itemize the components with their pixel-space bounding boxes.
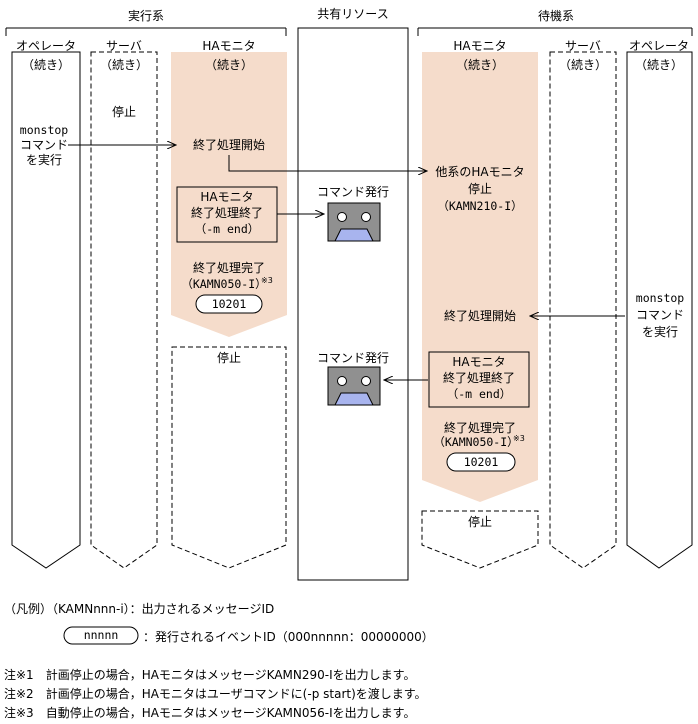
active-ha-stop: 停止 — [217, 350, 241, 365]
legend-message-id: （凡例）（KAMNnnn-i）：出力されるメッセージID — [4, 602, 275, 616]
shared-resource-column — [297, 27, 409, 581]
standby-event-pill — [446, 452, 516, 472]
lane-continued-active-server: （続き） — [100, 58, 148, 72]
group-label-shared: 共有リソース — [317, 7, 388, 21]
standby-other-stop-2: 停止 — [468, 181, 492, 196]
lane-label-active-server: サーバ — [106, 39, 142, 53]
standby-box-line-1: HAモニタ — [452, 355, 505, 369]
legend-event-id: ：発行されるイベントID（000nnnnn：00000000） — [143, 630, 434, 644]
active-box-line-2: 終了処理終了 — [191, 205, 263, 220]
active-end-finish-box — [176, 186, 278, 243]
active-note-mark: ※3 — [261, 276, 273, 285]
shared-cmd-1: コマンド発行 — [317, 185, 389, 199]
legend-pill-text: nnnnn — [84, 628, 119, 642]
active-end-start: 終了処理開始 — [193, 137, 265, 152]
standby-box-line-3: （-m end） — [447, 387, 512, 401]
active-operator-cmd-1: monstop — [20, 123, 69, 137]
shared-cmd-2: コマンド発行 — [317, 351, 389, 365]
arrow-active-to-standby — [228, 155, 427, 171]
lane-label-active-ha: HAモニタ — [202, 39, 255, 53]
group-label-active: 実行系 — [128, 8, 164, 23]
lane-active-operator — [11, 51, 81, 569]
lane-label-standby-operator: オペレータ — [629, 39, 689, 53]
lane-active-server — [90, 51, 158, 569]
active-complete: 終了処理完了 — [193, 260, 265, 275]
standby-end-finish-box — [428, 351, 530, 408]
note-2: 注※2 計画停止の場合，HAモニタはユーザコマンドに(-p start)を渡しま… — [4, 687, 427, 701]
lane-standby-operator — [626, 51, 693, 569]
standby-complete: 終了処理完了 — [444, 420, 516, 435]
legend-pill — [63, 626, 139, 645]
command-icon-1 — [327, 202, 381, 242]
standby-end-start: 終了処理開始 — [444, 308, 516, 323]
note-1: 注※1 計画停止の場合，HAモニタはメッセージKAMN290-Iを出力します。 — [4, 668, 416, 682]
standby-note-mark: ※3 — [513, 434, 525, 443]
standby-other-stop-3: （KAMN210-I） — [437, 199, 522, 213]
note-3: 注※3 自動停止の場合，HAモニタはメッセージKAMN056-Iを出力します。 — [4, 706, 416, 720]
standby-other-stop-1: 他系のHAモニタ — [435, 165, 524, 179]
lane-continued-active-ha: （続き） — [205, 58, 253, 72]
group-header-active: 実行系 — [5, 8, 287, 36]
lane-label-standby-server: サーバ — [565, 39, 601, 53]
standby-box-line-2: 終了処理終了 — [443, 370, 515, 385]
lane-continued-standby-operator: （続き） — [635, 58, 683, 72]
standby-msg: （KAMN050-I） — [433, 435, 518, 449]
command-icon-2 — [327, 366, 381, 406]
active-server-stop: 停止 — [112, 104, 136, 119]
standby-event-id: 10201 — [464, 455, 499, 469]
active-operator-cmd-2: コマンド — [20, 138, 68, 152]
active-msg: （KAMN050-I） — [181, 277, 266, 291]
lane-continued-standby-server: （続き） — [559, 58, 607, 72]
standby-operator-cmd-2: コマンド — [636, 308, 684, 322]
active-operator-cmd-3: を実行 — [26, 152, 62, 167]
standby-operator-cmd-1: monstop — [636, 291, 685, 305]
active-event-id: 10201 — [212, 297, 247, 311]
standby-operator-cmd-3: を実行 — [642, 324, 678, 339]
lane-continued-standby-ha: （続き） — [456, 58, 504, 72]
lane-label-standby-ha: HAモニタ — [453, 39, 506, 53]
lane-standby-ha-stopped — [421, 510, 539, 569]
group-header-standby: 待機系 — [417, 8, 693, 36]
active-event-pill — [195, 294, 263, 314]
active-box-line-3: （-m end） — [195, 222, 260, 236]
active-box-line-1: HAモニタ — [200, 190, 253, 204]
group-label-standby: 待機系 — [538, 8, 574, 23]
standby-ha-stop: 停止 — [468, 514, 492, 529]
lane-active-ha-stopped — [171, 346, 287, 569]
lane-standby-server — [549, 51, 617, 569]
lane-continued-active-operator: （続き） — [22, 58, 70, 72]
lane-label-active-operator: オペレータ — [16, 39, 76, 53]
